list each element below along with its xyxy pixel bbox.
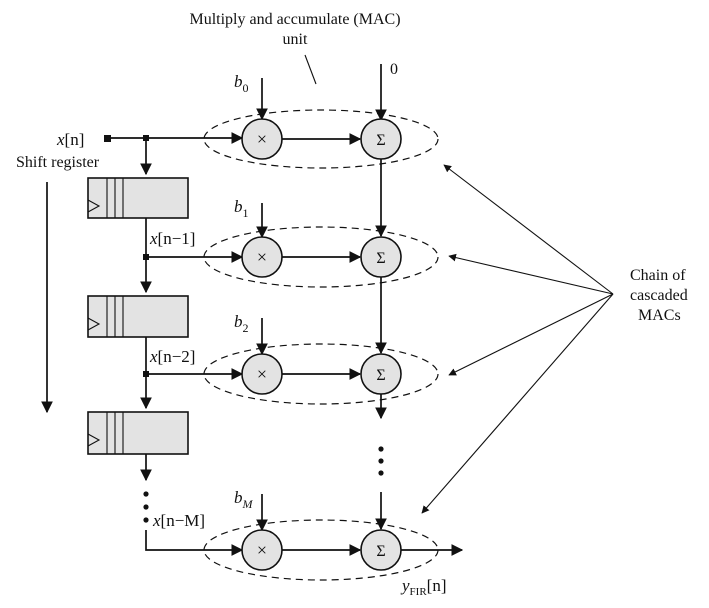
coefficient-label-m: bM bbox=[234, 488, 254, 511]
adder-node-0: Σ bbox=[360, 118, 402, 160]
tap-label-2: x[n−2] bbox=[149, 347, 195, 366]
chain-pointer-m bbox=[421, 293, 614, 514]
chain-ellipsis-dot-2 bbox=[378, 458, 384, 464]
svg-text:×: × bbox=[257, 540, 267, 560]
coefficient-label-2: b2 bbox=[234, 312, 249, 335]
adder-node-m: Σ bbox=[360, 529, 402, 571]
mac-unit-outline-2 bbox=[203, 343, 439, 405]
shift-register-stage-1 bbox=[87, 177, 189, 219]
svg-text:×: × bbox=[257, 364, 267, 384]
input-signal-label: x[n] bbox=[56, 130, 84, 149]
tap-line-m bbox=[145, 530, 244, 556]
mac-unit-title: Multiply and accumulate (MAC) bbox=[189, 11, 400, 28]
output-label: yFIR[n] bbox=[400, 576, 447, 598]
svg-text:×: × bbox=[257, 247, 267, 267]
chain-ellipsis-dot-1 bbox=[378, 446, 384, 452]
svg-text:Σ: Σ bbox=[376, 543, 385, 560]
coefficient-label-1: b1 bbox=[234, 197, 249, 220]
mac-unit-outline-0 bbox=[203, 109, 439, 169]
svg-text:Σ: Σ bbox=[376, 132, 385, 149]
zero-input-label: 0 bbox=[390, 61, 398, 78]
delay-ellipsis-dot-1 bbox=[143, 491, 149, 497]
svg-text:Σ: Σ bbox=[376, 250, 385, 267]
chain-label-line-2: cascaded bbox=[630, 287, 688, 304]
shift-register-label: Shift register bbox=[16, 154, 100, 171]
tap-label-m: x[n−M] bbox=[152, 511, 205, 530]
shift-register-stage-3 bbox=[87, 411, 189, 455]
adder-node-1: Σ bbox=[360, 236, 402, 278]
input-terminal bbox=[104, 135, 111, 142]
tap-label-1: x[n−1] bbox=[149, 229, 195, 248]
multiplier-node-m: × bbox=[241, 529, 283, 571]
title-pointer-line bbox=[304, 54, 317, 85]
multiplier-node-0: × bbox=[241, 118, 283, 160]
svg-text:×: × bbox=[257, 129, 267, 149]
delay-ellipsis-dot-2 bbox=[143, 504, 149, 510]
chain-label: Chain of bbox=[630, 267, 686, 284]
delay-ellipsis-dot-3 bbox=[143, 517, 149, 523]
multiplier-node-1: × bbox=[241, 236, 283, 278]
coefficient-label-0: b0 bbox=[234, 72, 249, 95]
multiplier-node-2: × bbox=[241, 353, 283, 395]
chain-pointer-2 bbox=[448, 293, 614, 376]
chain-pointer-0 bbox=[443, 164, 614, 295]
shift-register-stage-2 bbox=[87, 295, 189, 338]
chain-pointer-1 bbox=[448, 253, 614, 295]
svg-text:Σ: Σ bbox=[376, 367, 385, 384]
adder-node-2: Σ bbox=[360, 353, 402, 395]
mac-unit-title-unit: unit bbox=[283, 31, 308, 48]
chain-label-line-3: MACs bbox=[638, 307, 681, 324]
mac-unit-outline-1 bbox=[203, 226, 439, 288]
chain-ellipsis-dot-3 bbox=[378, 470, 384, 476]
